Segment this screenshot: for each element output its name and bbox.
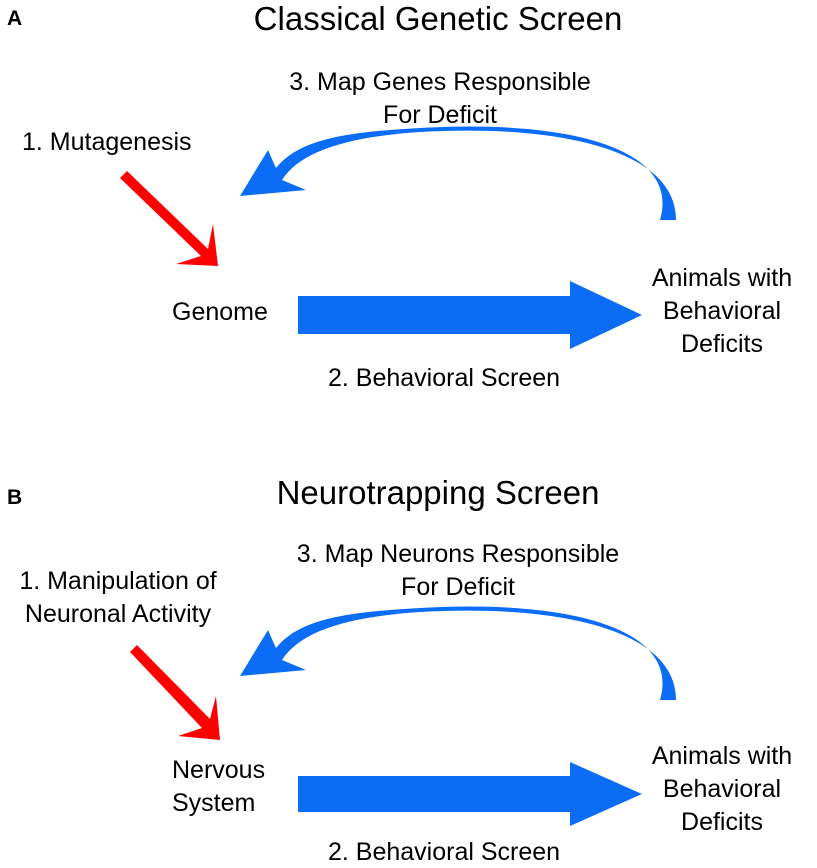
- nervous-system-line2: System: [172, 789, 256, 817]
- manipulation-step-line1: 1. Manipulation of: [19, 567, 217, 595]
- panel-letter: A: [7, 7, 23, 30]
- nervous-system-line1: Nervous: [172, 756, 266, 784]
- panel-b-arrows: [130, 606, 676, 826]
- mutagenesis-arrow: [120, 171, 218, 266]
- map-step-line1: 3. Map Genes Responsible: [289, 68, 591, 96]
- map-step-line1: 3. Map Neurons Responsible: [296, 540, 620, 568]
- animals-node-line3: Deficits: [681, 808, 763, 836]
- animals-node-line2: Behavioral: [662, 297, 782, 325]
- genome-node: Genome: [172, 298, 268, 326]
- panel-a-arrows: [120, 126, 676, 349]
- manipulation-arrow: [130, 645, 220, 740]
- behavioral-screen-step: 2. Behavioral Screen: [328, 838, 561, 866]
- map-step-line2: For Deficit: [383, 101, 497, 129]
- manipulation-step-line2: Neuronal Activity: [24, 600, 212, 628]
- animals-node-line3: Deficits: [681, 330, 763, 358]
- panel-title: Neurotrapping Screen: [276, 474, 600, 511]
- panel-b: B Neurotrapping Screen 3. Map Neurons Re…: [0, 434, 817, 868]
- behavioral-screen-step: 2. Behavioral Screen: [328, 364, 561, 392]
- mutagenesis-step: 1. Mutagenesis: [22, 128, 192, 156]
- map-feedback-arrow: [240, 126, 676, 220]
- behavioral-screen-arrow: [298, 762, 642, 826]
- animals-node-line1: Animals with: [651, 264, 793, 292]
- animals-node-line1: Animals with: [651, 742, 793, 770]
- panel-title: Classical Genetic Screen: [253, 0, 623, 37]
- panel-a: A Classical Genetic Screen 3. Map Genes …: [7, 0, 793, 392]
- panel-letter: B: [7, 486, 23, 509]
- map-feedback-arrow: [240, 606, 676, 700]
- map-step-line2: For Deficit: [401, 573, 515, 601]
- behavioral-screen-arrow: [298, 281, 642, 349]
- animals-node-line2: Behavioral: [662, 775, 782, 803]
